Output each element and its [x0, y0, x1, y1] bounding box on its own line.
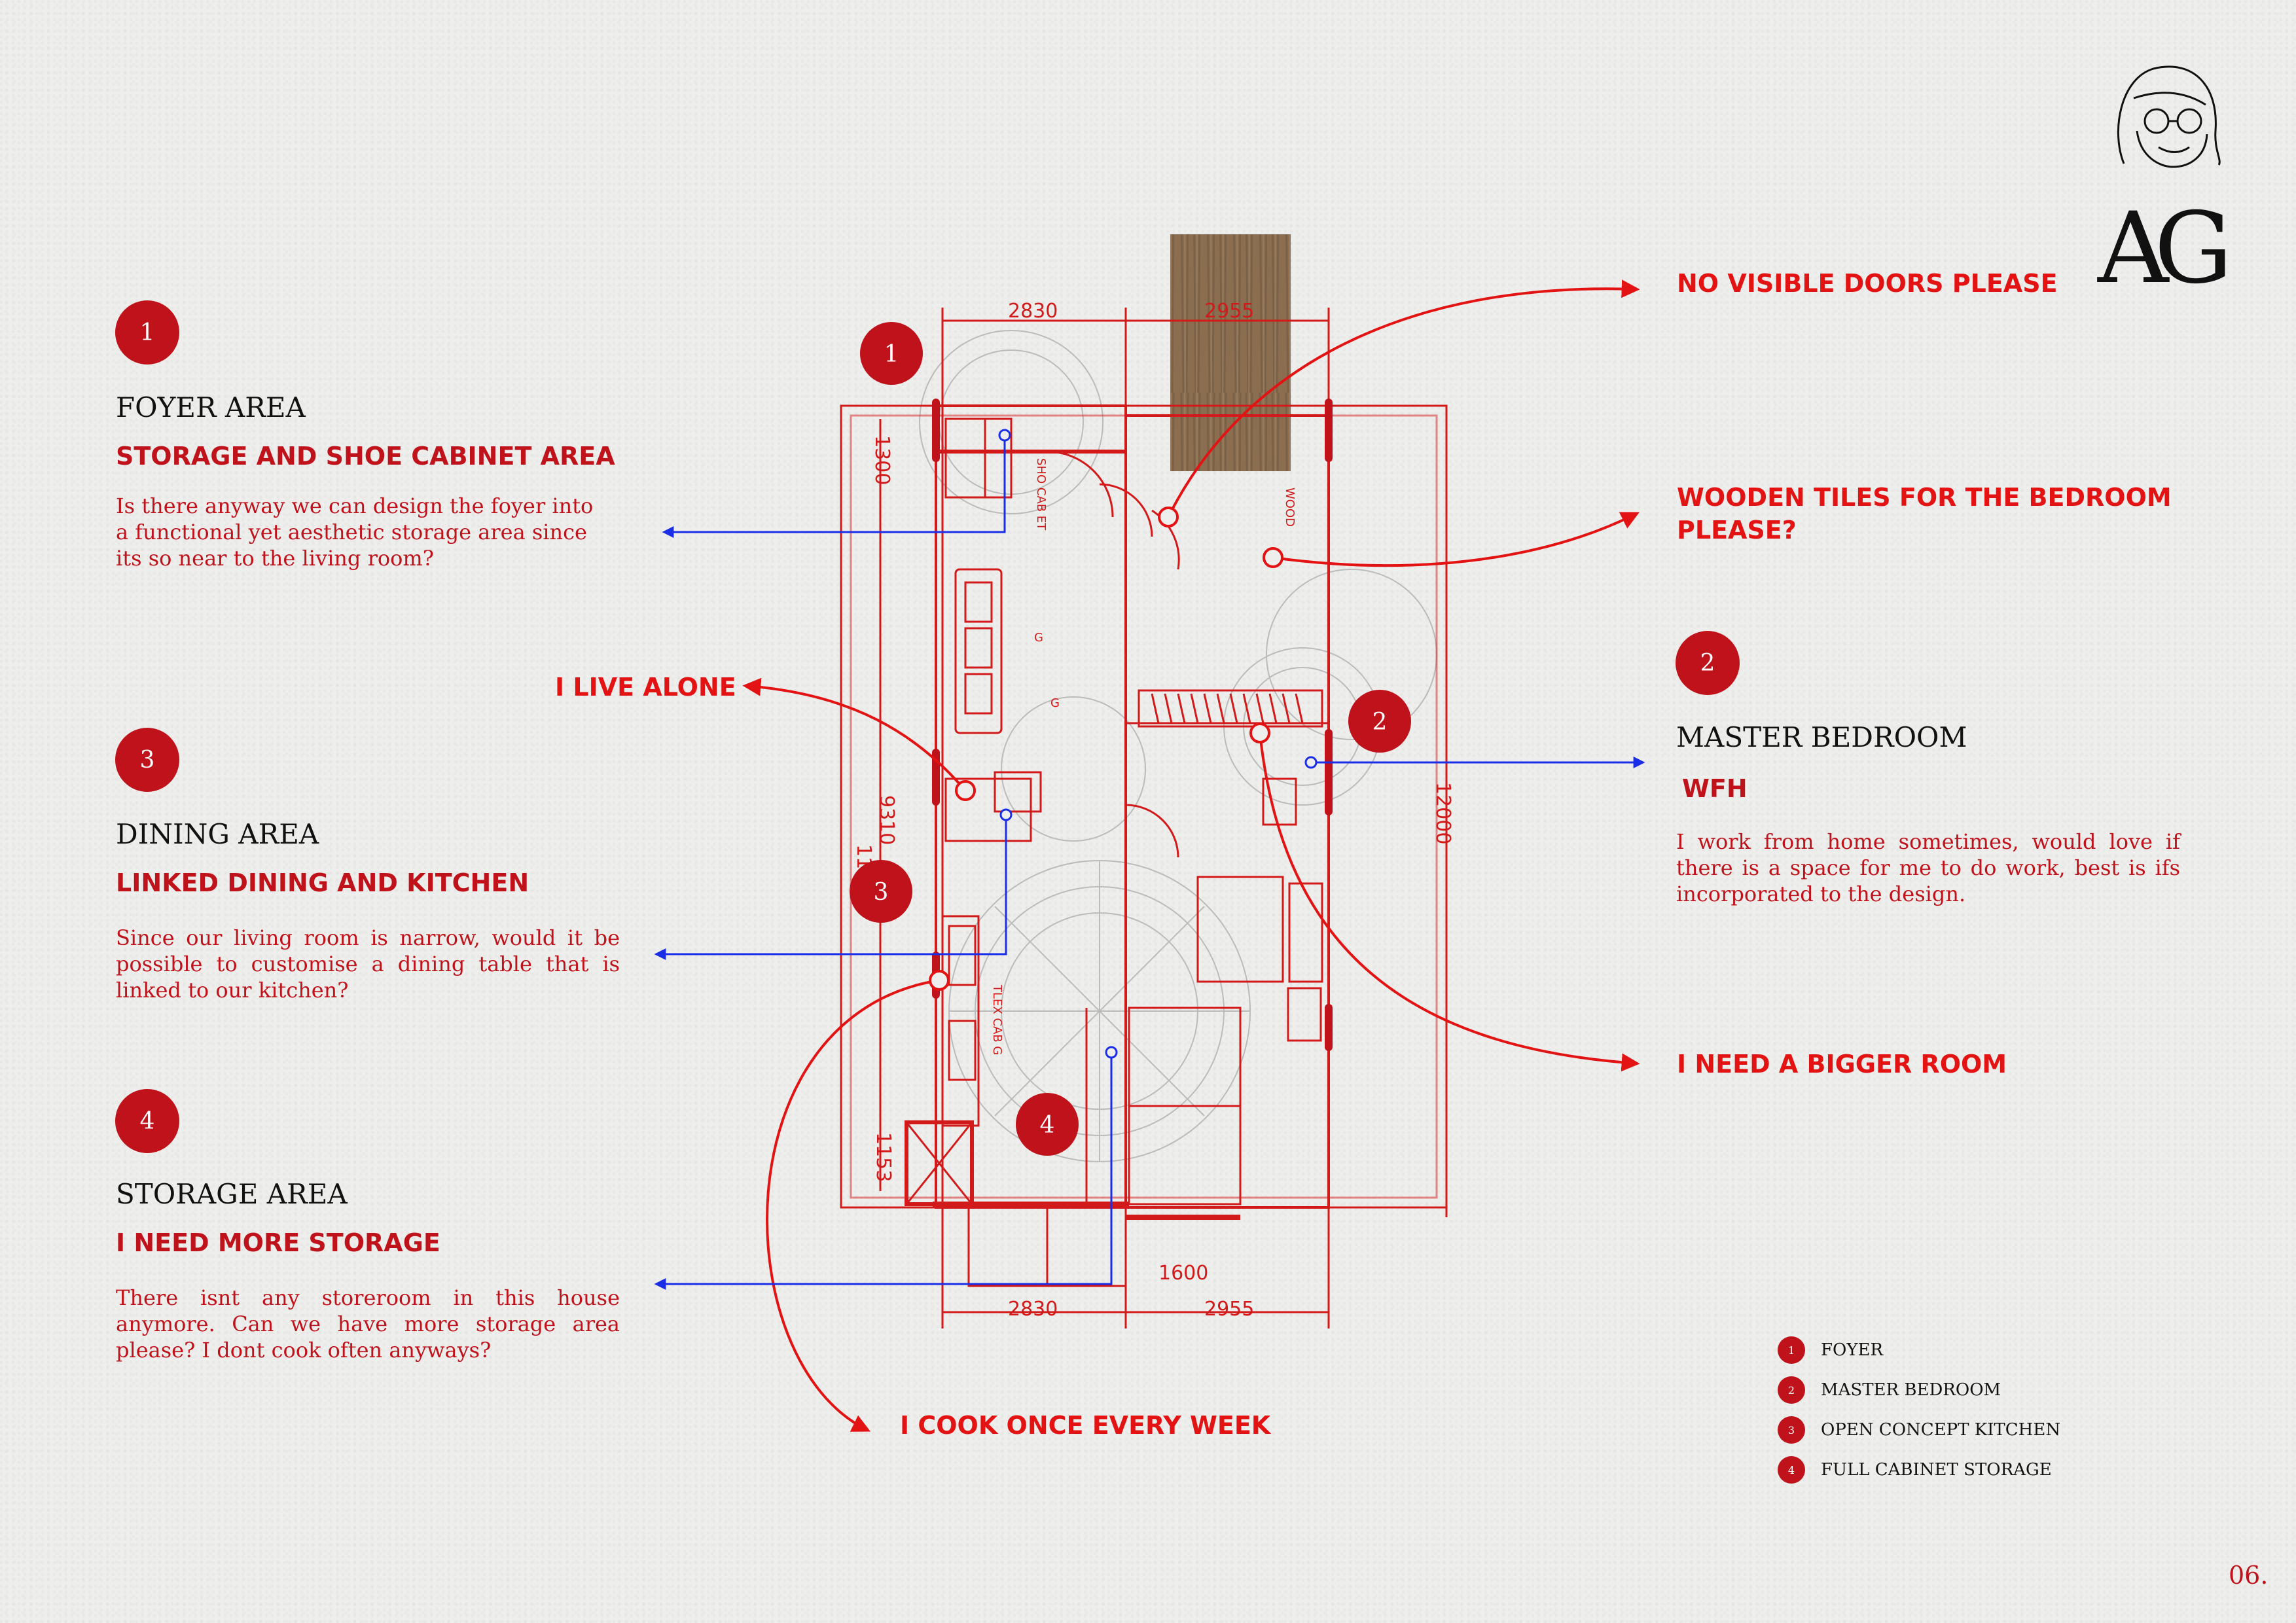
legend-label: OPEN CONCEPT KITCHEN [1821, 1420, 2061, 1440]
dim-top-right: 2955 [1204, 300, 1254, 323]
page-number: 06. [2229, 1561, 2269, 1590]
section-master-bedroom-subtitle: WFH [1682, 774, 1748, 803]
section-storage-title: STORAGE AREA [116, 1178, 348, 1210]
note-no-visible-doors: NO VISIBLE DOORS PLEASE [1677, 269, 2058, 298]
dim-left-top: 1300 [870, 435, 893, 485]
legend-dot: 4 [1778, 1456, 1805, 1484]
wood-tile-sample [1170, 234, 1291, 471]
section-foyer-subtitle: STORAGE AND SHOE CABINET AREA [116, 442, 615, 471]
section-storage-text: There isnt any storeroom in this house a… [116, 1285, 620, 1363]
label-g2: G [1034, 631, 1043, 645]
legend-dot: 1 [1778, 1336, 1805, 1364]
section-storage-badge: 4 [115, 1089, 179, 1153]
legend-item: 4 FULL CABINET STORAGE [1778, 1456, 2052, 1484]
section-storage-subtitle: I NEED MORE STORAGE [116, 1228, 440, 1257]
plan-marker-1 [860, 322, 923, 385]
room-labels: SHO CAB ET WOOD G G TLEX CAB G [990, 458, 1297, 1055]
label-wood: WOOD [1283, 488, 1297, 527]
note-cook-weekly: I COOK ONCE EVERY WEEK [900, 1411, 1271, 1440]
legend-label: MASTER BEDROOM [1821, 1380, 2001, 1400]
plan-marker-2-label: 2 [1372, 709, 1388, 736]
dim-bottom-right: 2955 [1204, 1298, 1254, 1321]
section-dining-text: Since our living room is narrow, would i… [116, 925, 620, 1003]
section-foyer-badge: 1 [115, 300, 179, 365]
legend-item: 3 OPEN CONCEPT KITCHEN [1778, 1416, 2060, 1444]
dim-left-bottom: 1153 [872, 1132, 895, 1182]
section-foyer-text: Is there anyway we can design the foyer … [116, 493, 594, 571]
dim-right: 12000 [1431, 782, 1454, 844]
dim-bottom-left: 2830 [1008, 1298, 1058, 1321]
note-live-alone: I LIVE ALONE [555, 673, 736, 702]
dim-bottom-mid: 1600 [1158, 1262, 1208, 1285]
brand-monogram: AG [2098, 192, 2233, 306]
dim-top-left: 2830 [1008, 300, 1058, 323]
section-dining-title: DINING AREA [116, 818, 319, 850]
legend-item: 1 FOYER [1778, 1336, 1883, 1364]
plan-marker-3 [850, 860, 912, 923]
plan-marker-4-label: 4 [1040, 1112, 1055, 1139]
legend-item: 2 MASTER BEDROOM [1778, 1376, 2001, 1404]
wall-markers [932, 399, 1333, 1051]
note-wooden-tiles: WOODEN TILES FOR THE BEDROOM PLEASE? [1677, 483, 2172, 544]
label-tlex: TLEX CAB G [990, 984, 1004, 1055]
plan-marker-3-label: 3 [874, 879, 889, 906]
dim-left-inner: 9310 [875, 795, 898, 845]
plan-marker-1-label: 1 [884, 341, 899, 368]
legend-dot: 3 [1778, 1416, 1805, 1444]
section-dining-badge: 3 [115, 728, 179, 792]
section-foyer-title: FOYER AREA [116, 391, 306, 423]
label-shoe-cab: SHO CAB ET [1034, 458, 1048, 531]
plan-marker-4 [1016, 1093, 1079, 1156]
leader-lines [654, 429, 1645, 1290]
note-bigger-room: I NEED A BIGGER ROOM [1677, 1050, 2007, 1079]
section-master-bedroom-text: I work from home sometimes, would love i… [1676, 829, 2180, 906]
callout-arrows [742, 279, 1640, 1432]
section-master-bedroom-title: MASTER BEDROOM [1676, 721, 1967, 753]
legend-dot: 2 [1778, 1376, 1805, 1404]
plan-zone-markers: 1 2 3 4 [850, 322, 1411, 1156]
legend-label: FOYER [1821, 1340, 1884, 1360]
section-master-bedroom-badge: 2 [1676, 631, 1740, 695]
section-dining-subtitle: LINKED DINING AND KITCHEN [116, 868, 529, 897]
plan-marker-2 [1348, 690, 1411, 753]
label-g1: G [1050, 696, 1060, 710]
plan-walls [840, 308, 1448, 1329]
brand-portrait-icon [2117, 65, 2221, 168]
legend-label: FULL CABINET STORAGE [1821, 1460, 2052, 1480]
